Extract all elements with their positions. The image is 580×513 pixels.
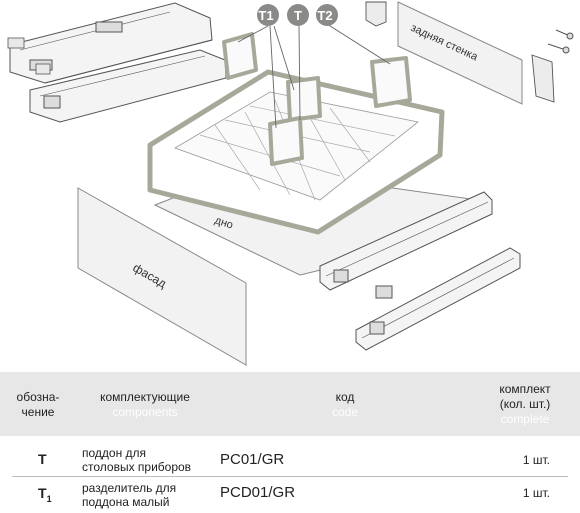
row-symbol-letter: T — [38, 451, 47, 467]
drawer-runner-upper — [319, 191, 493, 299]
row-name-line2: столовых приборов — [82, 460, 192, 474]
header-components: комплектующие components — [84, 390, 206, 420]
header-designation-line2: чение — [21, 405, 55, 419]
row-component-name: разделитель для поддона малый — [82, 481, 176, 509]
bottom-label: дно — [213, 214, 234, 231]
marker-t-label: T — [294, 8, 302, 23]
row-component-name: поддон для столовых приборов — [82, 446, 191, 474]
row-symbol-subscript: 1 — [46, 493, 52, 504]
row-symbol: T1 — [38, 485, 52, 504]
screw-icon — [547, 29, 574, 54]
header-designation-line1: обозна- — [16, 390, 60, 404]
table-row: T1 разделитель для поддона малый PCD01/G… — [0, 479, 580, 513]
marker-t2-label: T2 — [317, 8, 332, 23]
table-header: обозна- чение комплектующие components к… — [0, 372, 580, 436]
header-code-ru: код — [335, 390, 355, 404]
specification-table: обозна- чение комплектующие components к… — [0, 372, 580, 509]
marker-t2: T2 — [316, 4, 338, 26]
header-set-en: complete — [500, 412, 550, 426]
divider-small — [268, 76, 322, 166]
drawer-runner-lower — [355, 247, 521, 351]
header-set: комплект (кол. шт.) complete — [480, 382, 570, 427]
table-row: T поддон для столовых приборов PC01/GR 1… — [0, 442, 580, 476]
front-panel: фасад — [77, 187, 247, 366]
header-set-line2: (кол. шт.) — [499, 397, 551, 411]
rear-bracket — [365, 1, 555, 103]
header-code: код code — [300, 390, 390, 420]
row-code: PCD01/GR — [220, 484, 296, 501]
row-name-line2: поддона малый — [82, 495, 170, 509]
exploded-assembly-diagram: задняя стенка дно — [7, 1, 574, 366]
header-components-ru: комплектующие — [100, 390, 190, 404]
marker-t1-label: T1 — [258, 8, 273, 23]
row-symbol-letter: T — [38, 485, 47, 501]
row-quantity: 1 шт. — [522, 453, 550, 467]
row-code: PC01/GR — [220, 451, 285, 468]
marker-leader-lines — [237, 23, 391, 129]
marker-t: T — [287, 4, 309, 26]
divider-large — [222, 32, 412, 108]
header-set-line1: комплект — [499, 382, 551, 396]
row-divider — [12, 476, 568, 477]
header-designation: обозна- чение — [8, 390, 68, 420]
row-name-line1: разделитель для — [82, 481, 177, 495]
header-code-en: code — [331, 405, 359, 419]
row-quantity: 1 шт. — [522, 486, 550, 500]
row-symbol: T — [38, 451, 47, 467]
header-components-en: components — [112, 405, 178, 419]
marker-t1: T1 — [257, 4, 279, 26]
fitting-parts-left — [7, 37, 51, 75]
row-name-line1: поддон для — [82, 446, 147, 460]
back-wall-panel: задняя стенка — [397, 1, 523, 105]
